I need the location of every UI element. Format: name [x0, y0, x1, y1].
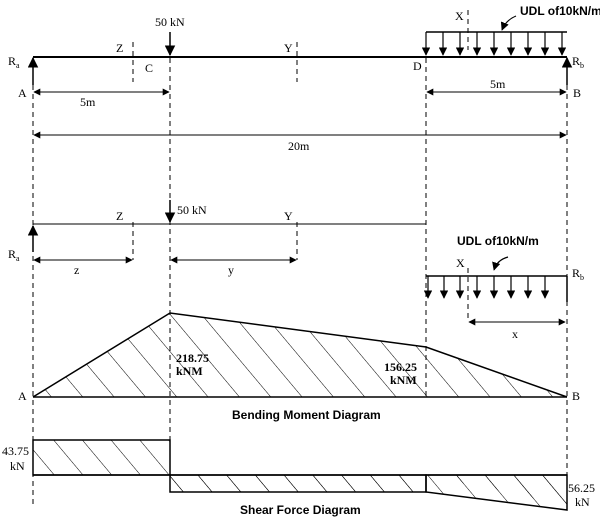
- bending-moment-diagram: [32, 312, 568, 398]
- udl-label-top: UDL of10kN/m: [520, 4, 600, 18]
- udl-pointer-arrow-2: [492, 256, 509, 271]
- dim-db-label: 5m: [490, 77, 506, 91]
- udl-label-2: UDL of10kN/m: [457, 234, 539, 248]
- label-x-top: X: [455, 9, 464, 23]
- sfd-value-left-1: 43.75: [2, 444, 29, 458]
- label-a-top: A: [18, 86, 27, 100]
- sfd-value-right-1: 56.25: [568, 481, 595, 495]
- label-ra-top: Ra: [8, 54, 20, 70]
- beam-full: [27, 15, 573, 85]
- bmd-value-d-2: kNM: [390, 373, 417, 387]
- reference-dashed-lines: [32, 10, 568, 505]
- label-rb-top: Rb: [572, 54, 584, 70]
- dim-x-label: x: [512, 327, 518, 341]
- bmd-value-c-2: kNM: [176, 364, 203, 378]
- sfd-negative-block: [169, 474, 427, 493]
- dimension-lines-top: [33, 88, 567, 139]
- label-y-2: Y: [284, 209, 293, 223]
- label-c: C: [145, 61, 153, 75]
- load-label-top: 50 kN: [155, 15, 185, 29]
- sfd-negative-taper: [425, 474, 568, 511]
- bmd-outline: [32, 312, 568, 398]
- bmd-value-d-1: 156.25: [384, 360, 417, 374]
- sfd-title: Shear Force Diagram: [240, 503, 361, 517]
- label-ra-2: Ra: [8, 247, 20, 263]
- udl-section: [423, 275, 568, 302]
- label-z-2: Z: [116, 209, 123, 223]
- dim-ac-label: 5m: [80, 95, 96, 109]
- udl-pointer-arrow: [500, 15, 517, 31]
- beam-sections: [27, 200, 568, 326]
- shear-force-diagram: [32, 439, 568, 511]
- label-y-top: Y: [284, 41, 293, 55]
- sfd-positive-block: [32, 439, 171, 476]
- label-z-top: Z: [116, 41, 123, 55]
- dim-y-label: y: [228, 263, 234, 277]
- label-b-top: B: [573, 86, 581, 100]
- label-rb-2: Rb: [572, 266, 584, 282]
- label-b-bmd: B: [572, 389, 580, 403]
- bmd-hatch: [33, 313, 567, 397]
- sfd-value-left-2: kN: [10, 459, 25, 473]
- load-label-2: 50 kN: [177, 203, 207, 217]
- label-x-2: X: [456, 256, 465, 270]
- dim-ab-label: 20m: [288, 139, 310, 153]
- label-d: D: [413, 59, 422, 73]
- bmd-value-c-1: 218.75: [176, 351, 209, 365]
- udl-top: [421, 31, 567, 56]
- bmd-title: Bending Moment Diagram: [232, 408, 381, 422]
- label-a-bmd: A: [18, 389, 27, 403]
- sfd-value-right-2: kN: [575, 495, 590, 509]
- dim-z-label: z: [74, 263, 79, 277]
